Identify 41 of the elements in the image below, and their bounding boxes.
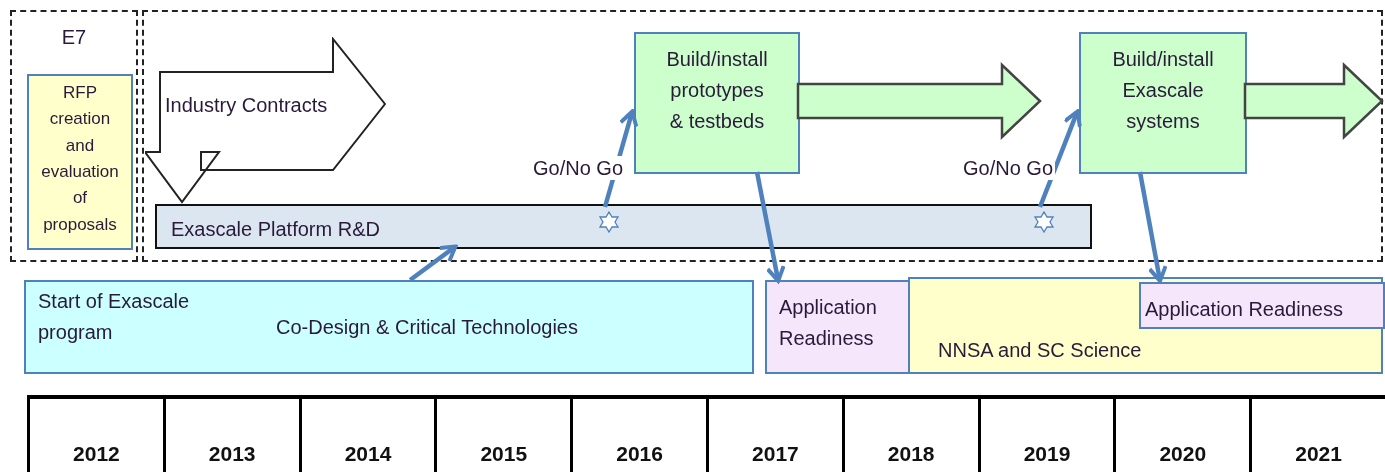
year-column: 2019 [977,395,1114,472]
year-column: 2017 [706,395,842,472]
block-arrow [1243,62,1384,140]
block-arrow [796,62,1042,140]
year-column: 2016 [570,395,706,472]
node-label: Industry Contracts [165,93,328,118]
year-column: 2013 [162,395,299,472]
node-label: Co-Design & Critical Technologies [276,315,578,340]
milestone-box [1079,32,1247,174]
year-column: 2018 [841,395,978,472]
dashed-group-box [142,10,1383,262]
year-column: 2021 [1249,395,1385,472]
process-box [27,74,133,250]
phase-box [24,280,754,374]
node-label: Application Readiness [1145,297,1343,322]
dashed-group-box [10,10,138,262]
year-column: 2015 [434,395,571,472]
phase-box [1139,282,1385,329]
year-column: 2020 [1113,395,1250,472]
arrow [1037,109,1082,208]
edge-label: Go/No Go [531,156,625,180]
node-label: RFP creation and evaluation of proposals [40,82,120,236]
year-column: 2012 [27,395,163,472]
node-label: Build/install prototypes & testbeds [665,47,769,134]
phase-box [908,277,1383,374]
phase-box [765,280,910,374]
arrow [1137,171,1168,283]
star-icon [1033,211,1055,233]
bent-arrow-shape [145,37,386,204]
node-label: Exascale Platform R&D [171,217,380,242]
arrow [408,244,458,282]
timeline-bar [155,204,1092,249]
year-column: 2014 [298,395,435,472]
node-label: Application Readiness [779,295,878,351]
milestone-box [634,32,800,174]
node-label: E7 [60,25,88,50]
arrow [754,171,786,283]
node-label: Start of Exascale program [38,289,191,345]
star-icon [598,211,620,233]
node-label: NNSA and SC Science [938,338,1142,363]
node-label: Build/install Exascale systems [1111,47,1215,134]
